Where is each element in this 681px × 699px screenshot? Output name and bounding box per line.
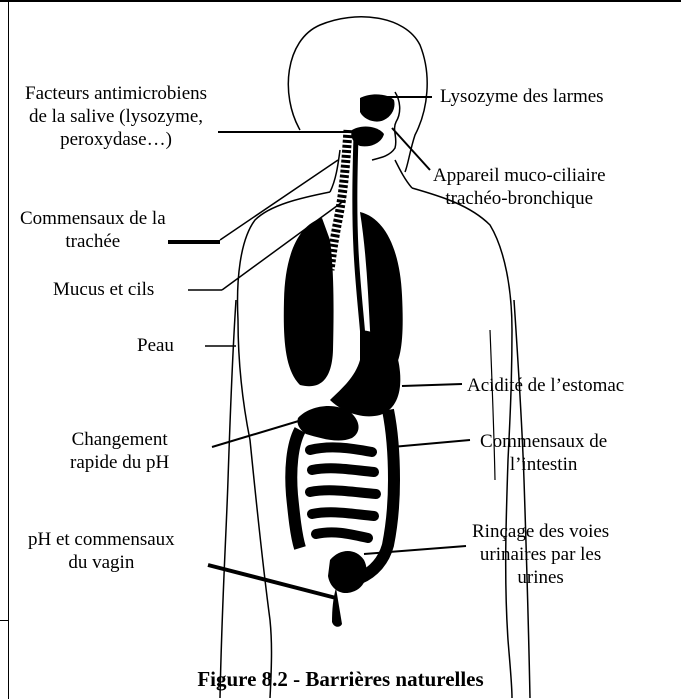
leader-estomac (402, 384, 462, 386)
label-mucociliaire-line-2: trachéo-bronchique (433, 187, 606, 210)
bladder (328, 551, 367, 593)
right-arm-outline (514, 300, 530, 698)
figure-caption: Figure 8.2 - Barrières naturelles (0, 666, 681, 692)
leader-urines (364, 546, 466, 554)
label-ph-change-line-1: Changement (70, 428, 169, 451)
label-mucociliaire-line-1: Appareil muco-ciliaire (433, 164, 606, 187)
label-urines-line-3: urines (472, 566, 609, 589)
small-intestine (310, 447, 376, 538)
label-mucus: Mucus et cils (53, 278, 154, 301)
label-estomac: Acidité de l’estomac (467, 374, 624, 397)
label-vagin-line-2: du vagin (28, 551, 175, 574)
label-salive-line-2: de la salive (lysozyme, (25, 105, 207, 128)
esophagus (355, 135, 364, 350)
label-commensaux-trachee-line-1: Commensaux de la (20, 207, 166, 230)
label-urines-line-1: Rinçage des voies (472, 520, 609, 543)
label-commensaux-trachee: Commensaux de la trachée (20, 207, 166, 253)
label-ph-change: Changement rapide du pH (70, 428, 169, 474)
label-urines: Rinçage des voies urinaires par les urin… (472, 520, 609, 589)
label-commensaux-intestin: Commensaux de l’intestin (480, 430, 607, 476)
label-salive-line-1: Facteurs antimicrobiens (25, 82, 207, 105)
label-commensaux-intestin-line-1: Commensaux de (480, 430, 607, 453)
label-commensaux-trachee-line-2: trachée (20, 230, 166, 253)
label-commensaux-intestin-line-2: l’intestin (480, 453, 607, 476)
nasal-cavity (360, 94, 395, 121)
label-urines-line-2: urinaires par les (472, 543, 609, 566)
leader-ph-change (212, 420, 302, 447)
label-peau: Peau (137, 334, 174, 357)
leader-vagin (208, 565, 336, 598)
stomach (330, 330, 400, 416)
trachea (330, 130, 348, 270)
label-vagin: pH et commensaux du vagin (28, 528, 175, 574)
label-salive-line-3: peroxydase…) (25, 128, 207, 151)
left-arm-outline (220, 300, 236, 698)
label-salive: Facteurs antimicrobiens de la salive (ly… (25, 82, 207, 151)
leader-commensaux-intestin (392, 440, 470, 447)
label-larmes: Lysozyme des larmes (440, 85, 604, 108)
left-lung (284, 218, 334, 386)
label-mucociliaire: Appareil muco-ciliaire trachéo-bronchiqu… (433, 164, 606, 210)
vagina (332, 588, 342, 627)
label-ph-change-line-2: rapide du pH (70, 451, 169, 474)
label-vagin-line-1: pH et commensaux (28, 528, 175, 551)
